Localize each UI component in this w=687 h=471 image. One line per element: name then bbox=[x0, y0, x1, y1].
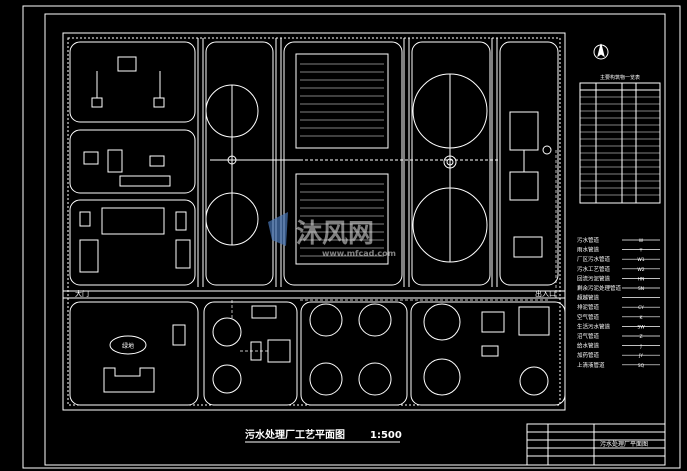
zone-clarifiers bbox=[205, 41, 274, 286]
title-block-sheet-name: 污水处理厂平面图 bbox=[600, 440, 648, 448]
boiler-house bbox=[518, 306, 550, 336]
legend-item-label: 回流污泥管道 bbox=[577, 274, 611, 282]
legend-item-label: 污水工艺管道 bbox=[577, 265, 611, 273]
admin-zone-2 bbox=[69, 129, 196, 194]
legend-item-code: Y bbox=[639, 248, 643, 254]
legend-item-code: SN bbox=[638, 286, 644, 292]
legend-item-label: 生活污水管道 bbox=[577, 322, 611, 330]
aeration-tank-2 bbox=[295, 173, 389, 265]
legend-item-label: 上清液管道 bbox=[577, 361, 605, 369]
admin-zone-3 bbox=[69, 199, 196, 286]
inner-sheet-border bbox=[44, 13, 666, 466]
sludge-thickener-2 bbox=[212, 364, 242, 394]
legend-item-code: W1 bbox=[637, 257, 644, 263]
legend-item-label: 剩余污泥处理管道 bbox=[577, 284, 622, 292]
legend-item-code: J bbox=[639, 344, 641, 350]
watermark-logo-icon bbox=[268, 212, 288, 246]
legend-item-label: 空气管道 bbox=[577, 313, 600, 321]
legend-item-label: 污水管道 bbox=[577, 236, 600, 244]
lawn-area bbox=[109, 335, 147, 355]
drawing-title: 污水处理厂工艺平面图 bbox=[245, 428, 345, 441]
storage-tank bbox=[519, 366, 549, 396]
zone-sludge-1 bbox=[203, 301, 298, 406]
legend-item-label: 雨水管道 bbox=[577, 246, 600, 254]
digester-3 bbox=[309, 362, 343, 396]
office-building bbox=[119, 175, 171, 187]
north-arrow-pointer bbox=[597, 43, 605, 58]
zone-inlet bbox=[499, 41, 559, 286]
legend-item-label: 超越管道 bbox=[577, 294, 600, 302]
zone-lawn bbox=[69, 301, 199, 406]
equipment-table-title: 主要构筑物一览表 bbox=[600, 74, 640, 81]
legend-item-code: W bbox=[639, 238, 644, 244]
title-block bbox=[526, 423, 666, 466]
sludge-dewatering-house bbox=[267, 339, 291, 363]
main-building bbox=[101, 207, 165, 235]
legend-item-code: SQ bbox=[638, 363, 645, 369]
legend-item-label: 沼气管道 bbox=[577, 332, 600, 340]
legend-item-code: HN bbox=[638, 276, 645, 282]
gas-holder-2 bbox=[423, 358, 461, 396]
legend-item-label: 厂区污水管道 bbox=[577, 255, 611, 263]
site-boundary bbox=[62, 32, 566, 411]
workshop bbox=[103, 367, 155, 393]
zone-secondary bbox=[411, 41, 491, 286]
digester-1 bbox=[309, 303, 343, 337]
drawing-scale: 1:500 bbox=[370, 430, 402, 441]
pump-station bbox=[513, 236, 543, 258]
outer-sheet-border bbox=[22, 5, 681, 469]
zone-digesters bbox=[300, 301, 408, 406]
gatehouse bbox=[117, 56, 137, 72]
legend-item-code: JY bbox=[638, 353, 643, 359]
lawn-label: 绿地 bbox=[122, 342, 134, 350]
gate-entry-exit-label: 出入口 bbox=[535, 289, 556, 298]
gate-main-label: 大门 bbox=[75, 289, 89, 298]
zone-aeration bbox=[283, 41, 403, 286]
equipment-table bbox=[579, 82, 661, 204]
legend-item-code: Z bbox=[639, 334, 642, 340]
legend-item-label: 给水管道 bbox=[577, 342, 600, 350]
watermark-brand: 沐风网 bbox=[296, 219, 374, 249]
aeration-tank-1 bbox=[295, 53, 389, 149]
admin-zone-1 bbox=[69, 41, 196, 123]
legend-item-code: CY bbox=[638, 305, 644, 311]
digester-4 bbox=[358, 362, 392, 396]
watermark-url: www.mfcad.com bbox=[322, 249, 396, 258]
grit-chamber bbox=[509, 111, 539, 151]
legend-item-code: SW bbox=[637, 324, 645, 330]
legend-item-code: W2 bbox=[637, 267, 644, 273]
legend-item-label: 加药管道 bbox=[577, 351, 600, 359]
pipe-legend: 污水管道 W 雨水管道 Y 厂区污水管道 W1 污水工艺管道 W2 回流污泥管道 HN 剩余污泥处理… bbox=[577, 236, 660, 369]
watermark-logo: 沐风网 www.mfcad.com bbox=[268, 212, 396, 258]
digester-2 bbox=[358, 303, 392, 337]
legend-item-code: K bbox=[640, 315, 644, 321]
legend-item-label: 排泥管道 bbox=[577, 303, 600, 311]
zone-gas bbox=[410, 301, 566, 406]
screen-house bbox=[509, 171, 539, 201]
gas-holder-1 bbox=[423, 303, 461, 341]
sludge-thickener-1 bbox=[212, 317, 242, 347]
